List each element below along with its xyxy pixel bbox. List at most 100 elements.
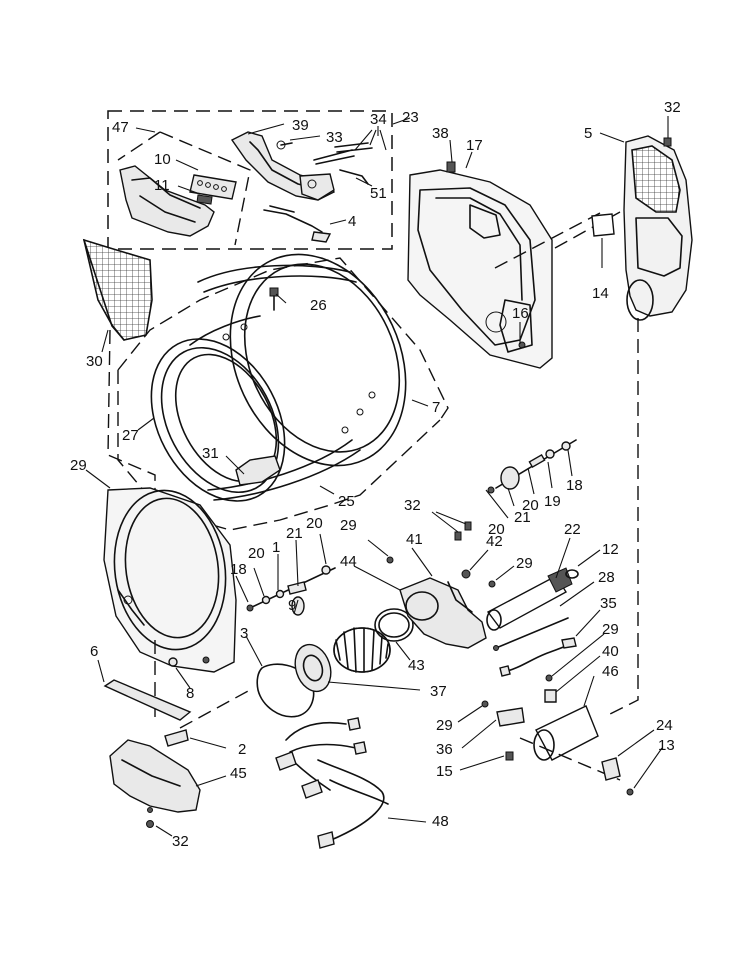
drum-glide (103, 679, 192, 721)
callout-18-front: 18 (230, 561, 247, 578)
callout-44: 44 (340, 553, 357, 570)
callout-12: 12 (602, 541, 619, 558)
console-bracket (230, 131, 335, 201)
front-bulkhead (103, 487, 237, 673)
rear-bulkhead (407, 169, 553, 369)
drum-baffle (235, 455, 281, 486)
callout-39: 39 (292, 117, 309, 134)
drum-light-housing (119, 165, 215, 237)
callout-33: 33 (326, 129, 343, 146)
callout-38: 38 (432, 125, 449, 142)
latch-51 (339, 169, 369, 185)
callout-1: 1 (272, 539, 280, 556)
callout-16: 16 (512, 305, 529, 322)
callout-42: 42 (486, 533, 503, 550)
screw-33 (276, 140, 293, 150)
callout-4: 4 (348, 213, 356, 230)
drum-light-subgroup-box (117, 131, 251, 246)
callout-29-blower: 29 (340, 517, 357, 534)
blower-seal-ring (374, 608, 414, 642)
springs (313, 142, 373, 165)
rear-bearing-kit (487, 439, 577, 494)
callout-37: 37 (430, 683, 447, 700)
callout-15: 15 (436, 763, 453, 780)
led-board (189, 174, 237, 200)
callout-20-rear: 20 (522, 497, 539, 514)
callout-32-bottom: 32 (172, 833, 189, 850)
callout-13: 13 (658, 737, 675, 754)
screw-13 (626, 788, 634, 796)
callout-29-heater: 29 (516, 555, 533, 572)
idler-pulley (294, 643, 332, 693)
callout-19: 19 (544, 493, 561, 510)
screw-29-lower (481, 674, 553, 708)
top-assembly-group-box (107, 110, 393, 250)
clip-4 (263, 205, 332, 243)
callout-7: 7 (432, 399, 440, 416)
callout-8: 8 (186, 685, 194, 702)
lint-filter (82, 238, 153, 341)
drum (189, 253, 407, 501)
heater-tube-46 (533, 705, 599, 761)
screw-29-blower (386, 556, 394, 564)
screw-29-heater (488, 580, 496, 588)
screw-8 (168, 657, 178, 667)
callout-31: 31 (202, 445, 219, 462)
thermistor-wire (493, 617, 569, 651)
leader-lines (85, 116, 669, 837)
callout-28: 28 (598, 569, 615, 586)
callout-32-blower: 32 (404, 497, 421, 514)
callout-35: 35 (600, 595, 617, 612)
callout-36: 36 (436, 741, 453, 758)
screw-32-bottom (146, 820, 154, 828)
callout-46: 46 (602, 663, 619, 680)
callout-26: 26 (310, 297, 327, 314)
callout-51: 51 (370, 185, 387, 202)
callout-32-top: 32 (664, 99, 681, 116)
callout-labels: 23 47 39 33 34 10 11 51 4 38 17 32 5 14 … (70, 99, 681, 850)
callout-27: 27 (122, 427, 139, 444)
callout-29-lower: 29 (436, 717, 453, 734)
callout-11: 11 (154, 177, 170, 194)
clip-2 (164, 729, 189, 747)
heater-connect-line (519, 737, 621, 781)
clip-link-line (179, 689, 251, 729)
clip-12 (565, 569, 579, 579)
callout-10: 10 (154, 151, 171, 168)
screw-26 (269, 287, 279, 311)
callout-25: 25 (338, 493, 355, 510)
screw-38 (446, 161, 456, 173)
callout-47: 47 (112, 119, 129, 136)
callout-48: 48 (432, 813, 449, 830)
blower-housing (399, 569, 487, 649)
callout-40: 40 (602, 643, 619, 660)
callout-41: 41 (406, 531, 423, 548)
callout-34: 34 (370, 111, 387, 128)
callout-45: 45 (230, 765, 247, 782)
sensor-harness (499, 637, 577, 677)
callout-20-front: 20 (248, 545, 265, 562)
callout-30: 30 (86, 353, 103, 370)
callout-3: 3 (240, 625, 248, 642)
callout-24: 24 (656, 717, 673, 734)
callout-20-rear2: 20 (488, 521, 505, 538)
lint-duct-cover (623, 135, 693, 321)
callout-5: 5 (584, 125, 592, 142)
callout-29-sensor: 29 (602, 621, 619, 638)
light-socket (196, 194, 213, 205)
callout-18-rear: 18 (566, 477, 583, 494)
duct-drop-line (609, 318, 639, 715)
screw-32-top (663, 137, 672, 147)
callout-29-front: 29 (70, 457, 87, 474)
callout-17: 17 (466, 137, 483, 154)
callout-23: 23 (402, 109, 419, 126)
callout-14: 14 (592, 285, 609, 302)
callout-2: 2 (238, 741, 246, 758)
screw-15 (505, 751, 514, 761)
drum-to-bulkhead-line (554, 211, 621, 249)
lower-duct (109, 739, 201, 813)
callout-22: 22 (564, 521, 581, 538)
callout-43: 43 (408, 657, 425, 674)
